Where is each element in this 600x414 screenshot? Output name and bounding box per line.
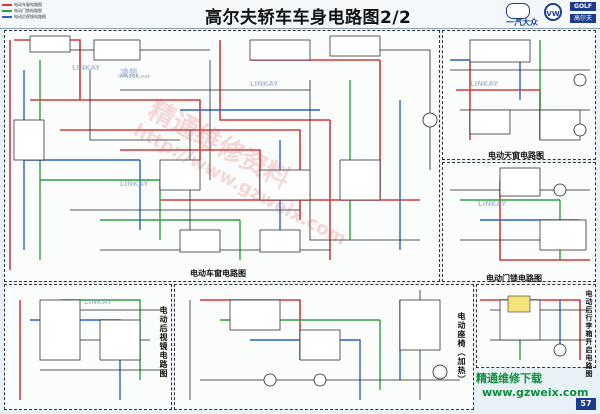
wire-legend: 电动车窗电路图 电动门锁电路图 电动后视镜电路图 (2, 2, 114, 20)
seat-motor (299, 329, 341, 361)
motor-module (339, 159, 381, 201)
motor-icon (313, 373, 327, 387)
legend-swatch (2, 4, 12, 6)
legend-item: 电动车窗电路图 (2, 2, 114, 8)
switch-panel (259, 229, 301, 253)
legend-item: 电动门锁电路图 (2, 8, 114, 14)
mirror-motor (99, 319, 141, 361)
footer-url: www.gzweix.com (482, 386, 589, 399)
watermark-linkay: LINKAY (120, 180, 149, 188)
watermark-lingkai: 凌凯 (120, 69, 139, 79)
seat-switch (229, 299, 281, 331)
heater-control (399, 299, 441, 351)
window-switch (329, 35, 381, 57)
mirror-switch (39, 299, 81, 361)
watermark-site: link168.net (118, 74, 150, 80)
mirror-circuit-panel (4, 284, 172, 410)
lock-actuator (539, 219, 587, 251)
watermark-linkay: LINKAY (470, 80, 499, 88)
fuse-box (29, 35, 71, 53)
sunroof-motor (469, 109, 511, 135)
motor-icon (553, 343, 567, 357)
legend-item: 电动后视镜电路图 (2, 14, 114, 20)
relay-highlight (507, 295, 531, 313)
header-bar: 电动车窗电路图 电动门锁电路图 电动后视镜电路图 高尔夫轿车车身电路图2/2 一… (0, 0, 600, 29)
watermark-linkay: LINKAY (250, 80, 279, 88)
mirror-circuit-label: 电动后视镜电路图 (159, 306, 168, 378)
motor-icon (263, 373, 277, 387)
watermark-linkay: LINKAY (84, 298, 113, 306)
brand-block: 一汽大众 VW GOLF 高尔夫 (506, 1, 596, 27)
legend-label: 电动后视镜电路图 (14, 14, 46, 19)
sunroof-control (469, 39, 531, 63)
control-unit (93, 39, 141, 61)
switch-panel (179, 229, 221, 253)
sunroof-circuit-label: 电动天窗电路图 (488, 151, 544, 160)
components (13, 35, 587, 361)
motor-icon (573, 73, 587, 87)
legend-swatch (2, 10, 12, 12)
window-regulator (259, 169, 311, 201)
trunk-circuit-label: 电动后行李箱开启电路图 (585, 290, 593, 378)
legend-swatch (2, 16, 12, 18)
sunroof-switch (539, 109, 581, 141)
window-motor (13, 119, 45, 161)
vw-logo-icon: VW (544, 3, 562, 21)
motor-symbols (263, 73, 587, 387)
motor-icon (422, 112, 438, 128)
door-lock-circuit-label: 电动门锁电路图 (486, 274, 542, 283)
motor-icon (553, 183, 567, 197)
faw-logo-icon (506, 3, 530, 19)
brand-name: 一汽大众 (506, 18, 538, 27)
watermark-linkay: LINKAY (72, 64, 101, 72)
legend-label: 电动车窗电路图 (14, 2, 42, 7)
motor-icon (573, 123, 587, 137)
lock-control (499, 167, 541, 197)
watermark-linkay: LINKAY (478, 200, 507, 208)
page-title: 高尔夫轿车车身电路图2/2 (205, 8, 412, 28)
model-badge: GOLF (570, 2, 596, 11)
legend-label: 电动门锁电路图 (14, 8, 42, 13)
model-name: 高尔夫 (570, 14, 596, 23)
seat-circuit-label: 电动座椅（加热） (457, 312, 466, 384)
switch-module (159, 159, 201, 191)
page-number: 57 (576, 398, 596, 410)
footer-brand: 精通维修下载 (476, 372, 542, 385)
relay-block (249, 39, 311, 61)
window-circuit-label: 电动车窗电路图 (190, 269, 246, 278)
motor-icon (432, 364, 448, 380)
